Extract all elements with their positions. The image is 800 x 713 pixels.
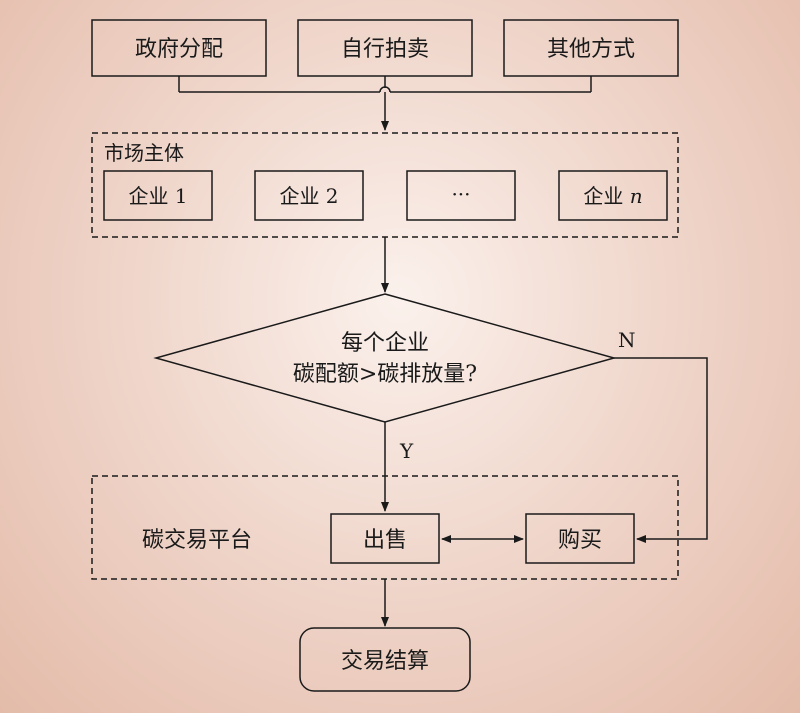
company-label-n: 企业 n (583, 184, 642, 208)
merge-connector (178, 76, 592, 131)
company-box-1 (103, 170, 213, 221)
buy-box (525, 513, 635, 564)
no-branch-label: N (618, 328, 636, 352)
source-box-other: 其他方式 (503, 19, 679, 77)
yes-branch-label: Y (399, 439, 414, 463)
settlement-label: 交易结算 (341, 649, 429, 674)
company-box-2 (254, 170, 364, 221)
trading-platform-group: 碳交易平台 出售 购买 (91, 475, 679, 580)
source-label-other: 其他方式 (547, 37, 635, 62)
platform-title: 碳交易平台 (142, 528, 252, 553)
company-label-2: 企业 2 (279, 184, 338, 208)
source-box-auction: 自行拍卖 (297, 19, 473, 77)
company-label-1: 企业 1 (128, 184, 187, 208)
market-title: 市场主体 (104, 141, 184, 165)
buy-label: 购买 (558, 528, 602, 553)
sell-box (330, 513, 440, 564)
decision-line-1: 每个企业 (341, 331, 429, 356)
settlement-box: 交易结算 (299, 627, 471, 692)
company-box-ellipsis (406, 170, 516, 221)
sell-label: 出售 (363, 528, 407, 553)
source-label-auction: 自行拍卖 (341, 37, 429, 62)
market-entities-group: 市场主体 企业 1 企业 2 ··· 企业 n (91, 132, 679, 238)
company-box-n (558, 170, 668, 221)
no-branch-arrow (614, 357, 708, 543)
decision-diamond: 每个企业 碳配额>碳排放量? (153, 293, 617, 423)
source-box-government: 政府分配 (91, 19, 267, 77)
company-label-ellipsis: ··· (451, 182, 470, 206)
decision-line-2: 碳配额>碳排放量? (293, 362, 477, 387)
source-label-government: 政府分配 (135, 37, 223, 62)
